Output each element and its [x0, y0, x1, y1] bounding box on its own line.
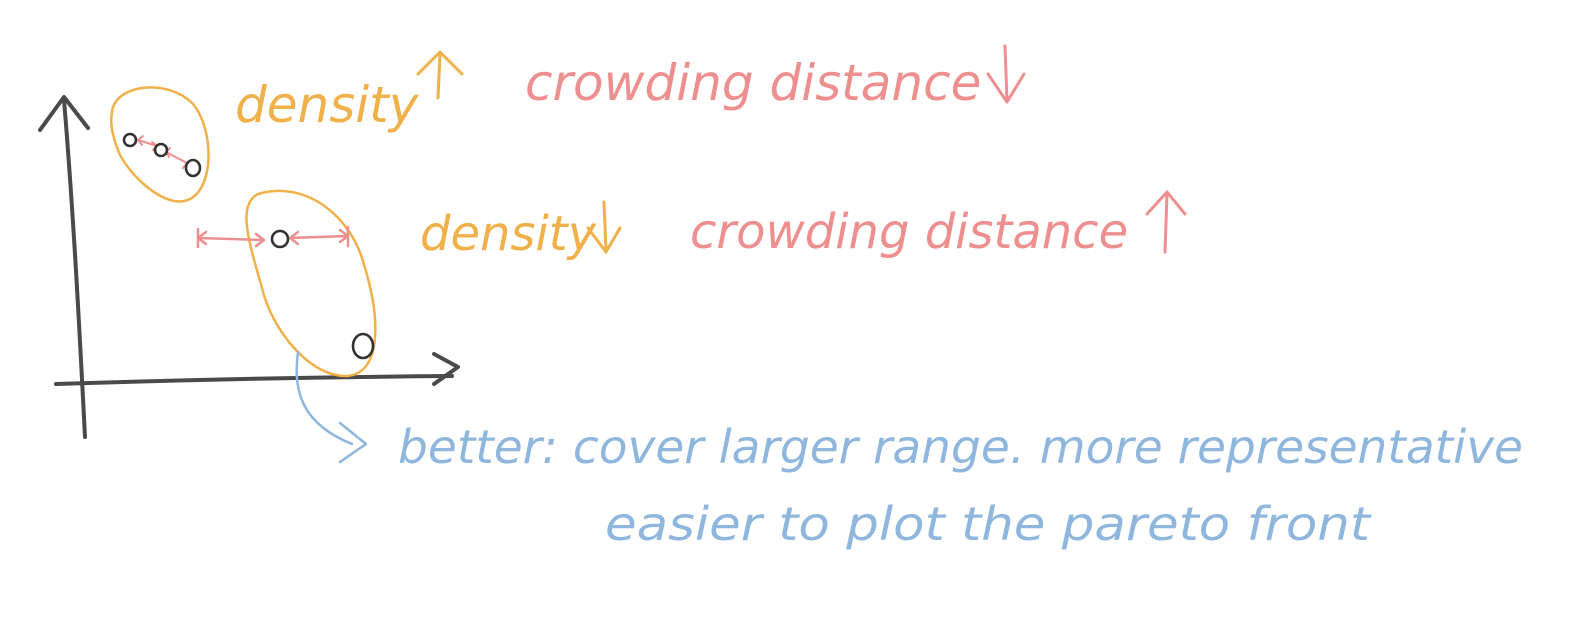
y-axis-line: [62, 98, 87, 439]
sparse-distance-arrows: [196, 225, 350, 249]
sparse-distance-left-arrow: [196, 227, 266, 249]
solution-point: [153, 142, 169, 158]
y-axis-arrowhead: [38, 95, 90, 132]
axes: [38, 95, 460, 439]
down-arrow-icon: [586, 200, 622, 254]
sparse-distance-right-arrow: [288, 225, 350, 248]
x-axis-line: [54, 374, 454, 386]
dense-distance-arrows: [137, 135, 188, 169]
down-arrow-icon: [986, 44, 1026, 104]
solution-point: [351, 332, 375, 360]
top-density-label: density: [235, 76, 420, 134]
solution-point: [270, 229, 290, 249]
mid-density-label: density: [420, 206, 597, 262]
solution-points: [122, 132, 375, 360]
solution-point: [184, 158, 202, 178]
up-arrow-icon: [416, 50, 464, 100]
better-note-line1: better: cover larger range. more represe…: [398, 420, 1523, 474]
dense-cluster-outline: [110, 86, 210, 203]
callout-arrow-icon: [295, 350, 368, 464]
dense-distance-arrow-2: [165, 147, 188, 169]
solution-point: [122, 132, 138, 148]
better-note-line2: easier to plot the pareto front: [605, 497, 1372, 551]
top-crowding-label: crowding distance: [525, 54, 981, 112]
x-axis-arrowhead: [432, 352, 460, 386]
mid-crowding-label: crowding distance: [690, 204, 1128, 260]
up-arrow-icon: [1145, 190, 1187, 254]
sparse-cluster-outline: [245, 189, 377, 378]
